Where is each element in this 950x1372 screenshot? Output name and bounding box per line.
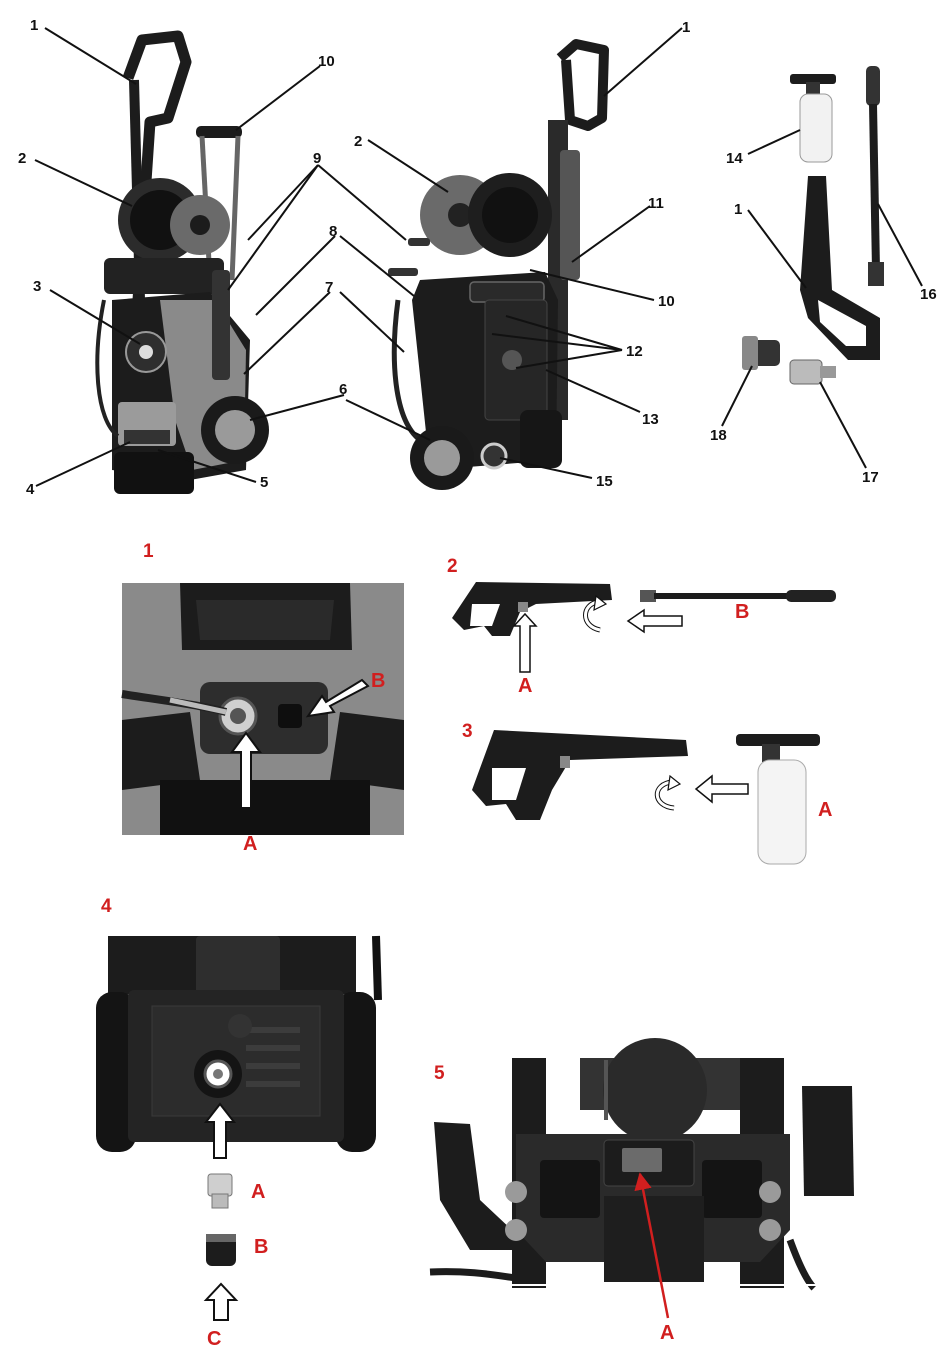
step-5-power-switch: 5 A [430,1038,854,1344]
step-4-label-a: A [251,1181,265,1203]
step-3-arrow-left [696,776,748,802]
pressure-washer-rear-view [388,44,604,490]
step-4-connect-water-inlet: 4 A B C [96,896,378,1350]
step-4-number: 4 [101,896,112,917]
pressure-washer-front-view [97,36,269,494]
callout-5: 5 [260,474,268,491]
callout-1-right: 1 [682,19,690,36]
step-2-attach-lance: 2 B A [447,556,836,697]
step-5-number: 5 [434,1063,445,1084]
step-5-label-a: A [660,1322,674,1344]
step-1-number: 1 [143,541,154,562]
callout-4: 4 [26,481,35,498]
callout-6: 6 [339,381,347,398]
step-2-number: 2 [447,556,458,577]
step-4-label-c: C [207,1328,221,1350]
callout-3: 3 [33,278,41,295]
step-2-arrow-a [514,614,536,672]
callout-11: 11 [648,195,664,212]
step-3-label-a: A [818,799,832,821]
step-3-number: 3 [462,721,473,742]
callout-7: 7 [325,279,333,296]
callout-2-left: 2 [18,150,26,167]
step-4-arrow-c [206,1284,236,1320]
callout-1-left: 1 [30,17,38,34]
step-4-label-b: B [254,1236,268,1258]
accessories-group [742,66,884,384]
callout-14: 14 [726,150,743,167]
callout-9: 9 [313,150,321,167]
callout-12: 12 [626,343,643,360]
step-2-label-b: B [735,601,749,623]
step-3-attach-foam-bottle: 3 A [462,721,832,864]
step-1-label-a: A [243,833,257,855]
callout-18: 18 [710,427,727,444]
callout-16: 16 [920,286,937,303]
callout-10-right: 10 [658,293,675,310]
step-1-connect-hose: 1 B A [122,541,404,855]
callout-8: 8 [329,223,337,240]
callout-2-right: 2 [354,133,362,150]
callout-1-accessory: 1 [734,201,742,218]
callout-10-left: 10 [318,53,335,70]
step-1-label-b: B [371,670,385,692]
callout-17: 17 [862,469,879,486]
step-2-arrow-left [628,610,682,632]
callout-15: 15 [596,473,613,490]
step-2-label-a: A [518,675,532,697]
callout-13: 13 [642,411,659,428]
